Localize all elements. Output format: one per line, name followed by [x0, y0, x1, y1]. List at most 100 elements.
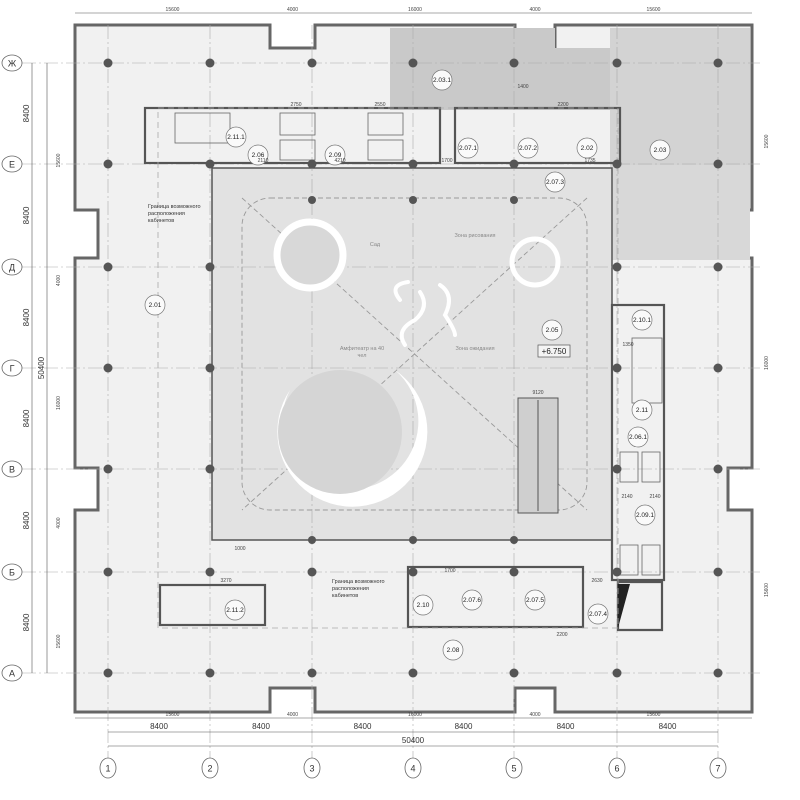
- column: [103, 159, 113, 169]
- room-tag: 2.05: [541, 319, 563, 341]
- boundary-note-bottom: Граница возможного: [332, 579, 385, 585]
- axis-bubble: [1, 155, 23, 173]
- small-dimensions: 2750 2550 2110 4210 1700 1400 2200 1735 …: [220, 84, 660, 638]
- dim: 1000: [234, 546, 245, 552]
- dim-top: 4000: [287, 7, 298, 13]
- column: [307, 58, 317, 68]
- waiting-zone-label: Зона ожидания: [455, 346, 494, 352]
- axis-label-column: 5: [511, 763, 516, 773]
- stair-2-11-2: [158, 583, 267, 627]
- column: [612, 363, 622, 373]
- axis-bubble: [709, 757, 727, 779]
- boundary-note-bottom-3: кабинетов: [332, 593, 358, 599]
- dim-total-left: 50400: [37, 356, 46, 379]
- drawing-zone-label: Зона рисования: [454, 233, 495, 239]
- cafe-seating: [610, 165, 750, 260]
- column: [713, 464, 723, 474]
- room-tag: 2.02: [576, 137, 598, 159]
- dim-bay-left: 8400: [22, 206, 31, 224]
- column: [409, 536, 417, 544]
- dim: 1700: [444, 568, 455, 574]
- cafe-area-2-03: [555, 28, 750, 165]
- dim-top: 4000: [529, 7, 540, 13]
- dim-bay-bottom: 8400: [557, 722, 575, 731]
- column: [103, 58, 113, 68]
- room-tag: 2.11.1: [225, 126, 247, 148]
- dim-left: 15600: [56, 634, 62, 648]
- column: [612, 668, 622, 678]
- drawing-zone-circle: [509, 236, 561, 288]
- column: [408, 58, 418, 68]
- column: [103, 567, 113, 577]
- column: [205, 58, 215, 68]
- column: [509, 668, 519, 678]
- room-tag: 2.11.2: [224, 599, 246, 621]
- dim: 1350: [622, 342, 633, 348]
- dim: 2750: [290, 102, 301, 108]
- room-number: 2.02: [581, 145, 594, 152]
- dim: 1735: [584, 158, 595, 164]
- dim-left: 4000: [56, 517, 62, 528]
- axis-bubble: [505, 757, 523, 779]
- core-right: [610, 303, 666, 582]
- dim: 2140: [649, 494, 660, 500]
- axis-bubble: [1, 563, 23, 581]
- core-top-right: [453, 106, 622, 165]
- dim: 2630: [591, 578, 602, 584]
- column: [308, 536, 316, 544]
- room-tag: 2.07.5: [524, 589, 546, 611]
- axis-label-column: 4: [410, 763, 415, 773]
- column: [612, 567, 622, 577]
- column: [103, 363, 113, 373]
- dim-bottom: 15600: [166, 712, 180, 718]
- amphitheater-label: Амфитеатр на 40: [340, 346, 384, 352]
- dim-bay-bottom: 8400: [252, 722, 270, 731]
- dim: 2140: [621, 494, 632, 500]
- dim-bay-left: 8400: [22, 613, 31, 631]
- snake-path: [393, 280, 457, 347]
- axis-bubble: [303, 757, 321, 779]
- column: [205, 363, 215, 373]
- column: [308, 196, 316, 204]
- dim: 2200: [557, 102, 568, 108]
- dim-bottom: 16000: [408, 712, 422, 718]
- dim-left: 15600: [56, 153, 62, 167]
- column: [408, 567, 418, 577]
- structural-columns: [103, 58, 723, 678]
- boundary-note-top-3: кабинетов: [148, 218, 174, 224]
- dim-left: 16000: [56, 396, 62, 410]
- room-number: 2.01: [149, 302, 162, 309]
- dim-right: 15600: [764, 583, 770, 597]
- dim: 9120: [532, 390, 543, 396]
- dim-bay-left: 8400: [22, 409, 31, 427]
- boundary-note-top: Граница возможного: [148, 204, 201, 210]
- dim: 2550: [374, 102, 385, 108]
- column: [307, 668, 317, 678]
- column: [713, 58, 723, 68]
- column: [509, 159, 519, 169]
- dim-bay-bottom: 8400: [354, 722, 372, 731]
- column: [713, 262, 723, 272]
- room-number: 2.07.1: [459, 145, 477, 152]
- amphitheater-seating: [278, 370, 402, 494]
- column: [713, 363, 723, 373]
- axis-label-row: В: [9, 464, 15, 474]
- atrium-zones: [241, 197, 588, 514]
- dim-left: 4000: [56, 275, 62, 286]
- axis-label-column: 2: [207, 763, 212, 773]
- room-number: 2.08: [447, 647, 460, 654]
- column: [205, 159, 215, 169]
- column: [612, 262, 622, 272]
- column: [205, 567, 215, 577]
- room-number: 2.11.2: [226, 607, 244, 614]
- dim: 2110: [258, 158, 269, 164]
- room-number: 2.05: [546, 327, 559, 334]
- axis-label-column: 7: [715, 763, 720, 773]
- room-number: 2.07.5: [526, 597, 544, 604]
- axis-label-row: Е: [9, 159, 15, 169]
- dim: 1700: [441, 158, 452, 164]
- dim-top: 15600: [647, 7, 661, 13]
- elevation-mark: +6.750: [542, 347, 567, 356]
